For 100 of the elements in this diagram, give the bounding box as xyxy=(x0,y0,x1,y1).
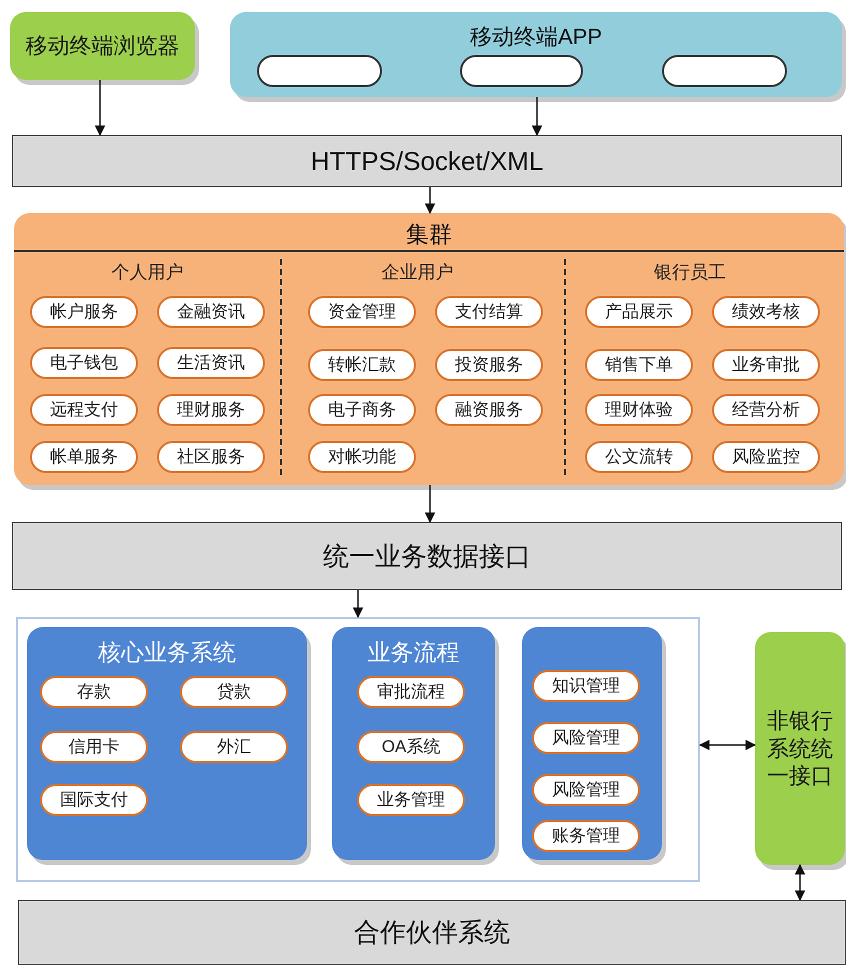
node-text: 金融资讯 xyxy=(177,301,245,324)
node-text: 业务审批 xyxy=(732,354,800,376)
service-pill xyxy=(308,349,416,381)
service-pill xyxy=(157,296,265,328)
node-text: 远程支付 xyxy=(50,399,118,422)
node-text: 业务管理 xyxy=(377,789,445,812)
panel-heading: 业务流程 xyxy=(368,638,460,667)
service-pill xyxy=(712,349,820,381)
arrow xyxy=(424,187,436,214)
service-pill xyxy=(40,784,148,816)
platform-pill xyxy=(257,55,382,87)
node-text: 统一业务数据接口 xyxy=(323,540,531,572)
node-text: 信用卡 xyxy=(68,736,120,758)
service-pill xyxy=(180,676,288,708)
service-pill xyxy=(712,394,820,426)
service-pill xyxy=(40,731,148,763)
node-text: 绩效考核 xyxy=(732,301,800,324)
node-text: OA系统 xyxy=(382,736,440,758)
node-text: 转帐汇款 xyxy=(328,354,396,376)
service-pill xyxy=(585,441,693,473)
node-text: 电子钱包 xyxy=(50,352,118,374)
node-text: 存款 xyxy=(77,681,111,704)
arrow xyxy=(424,485,436,524)
node-text: 资金管理 xyxy=(328,301,396,324)
system-panel xyxy=(27,627,307,860)
service-pill xyxy=(157,394,265,426)
cluster-panel xyxy=(14,213,844,485)
node-text: 支付结算 xyxy=(455,301,523,324)
service-pill xyxy=(30,394,138,426)
service-pill xyxy=(157,441,265,473)
service-pill xyxy=(585,296,693,328)
node-text: 风险管理 xyxy=(552,779,620,802)
app-panel xyxy=(230,12,842,97)
column-heading: 个人用户 xyxy=(112,261,184,284)
node-text: 理财体验 xyxy=(605,399,673,422)
service-pill xyxy=(435,296,543,328)
service-pill xyxy=(712,296,820,328)
system-panel xyxy=(522,627,662,860)
service-pill xyxy=(532,670,640,702)
arrow xyxy=(698,740,756,750)
system-frame xyxy=(16,617,700,882)
service-pill xyxy=(357,676,465,708)
node-text: 投资服务 xyxy=(455,354,523,376)
node-text: 融资服务 xyxy=(455,399,523,422)
layer-bar xyxy=(12,135,842,187)
node-text: 理财服务 xyxy=(177,399,245,422)
service-pill xyxy=(357,784,465,816)
node-text: 生活资讯 xyxy=(177,352,245,374)
service-pill xyxy=(357,731,465,763)
node-text: 帐单服务 xyxy=(50,446,118,468)
interface-box xyxy=(755,632,845,865)
service-pill xyxy=(308,441,416,473)
system-panel xyxy=(332,627,495,860)
service-pill xyxy=(585,394,693,426)
layer-bar xyxy=(12,522,842,590)
arrow xyxy=(94,80,106,136)
node-text: 销售下单 xyxy=(605,354,673,376)
node-text: 产品展示 xyxy=(605,301,673,324)
node-text: 外汇 xyxy=(217,736,251,758)
arrow xyxy=(532,97,542,136)
node-text: 对帐功能 xyxy=(328,446,396,468)
arrow xyxy=(352,590,364,618)
service-pill xyxy=(40,676,148,708)
service-pill xyxy=(180,731,288,763)
service-pill xyxy=(532,820,640,852)
service-pill xyxy=(30,441,138,473)
platform-pill xyxy=(662,55,787,87)
node-text: 电子商务 xyxy=(328,399,396,422)
node-text: 知识管理 xyxy=(552,675,620,698)
column-heading: 银行员工 xyxy=(654,261,726,284)
interface-box xyxy=(10,12,195,80)
service-pill xyxy=(435,394,543,426)
layer-bar xyxy=(18,900,846,965)
node-text: 国际支付 xyxy=(60,789,128,812)
service-pill xyxy=(308,394,416,426)
service-pill xyxy=(435,349,543,381)
service-pill xyxy=(157,347,265,379)
column-heading: 企业用户 xyxy=(382,261,454,284)
service-pill xyxy=(712,441,820,473)
arrow xyxy=(794,864,806,902)
node-text: 移动终端浏览器 xyxy=(26,32,180,60)
node-text: 合作伙伴系统 xyxy=(354,916,510,949)
service-pill xyxy=(30,296,138,328)
service-pill xyxy=(308,296,416,328)
node-text: 公文流转 xyxy=(605,446,673,468)
node-text: 非银行系统统一接口 xyxy=(767,707,833,790)
node-text: 帐户服务 xyxy=(50,301,118,324)
panel-heading: 核心业务系统 xyxy=(98,638,236,667)
panel-heading: 移动终端APP xyxy=(470,23,602,51)
service-pill xyxy=(532,722,640,754)
platform-pill xyxy=(460,55,583,87)
service-pill xyxy=(585,349,693,381)
panel-heading: 集群 xyxy=(406,220,452,249)
node-text: 账务管理 xyxy=(552,825,620,848)
node-text: 社区服务 xyxy=(177,446,245,468)
node-text: 风险管理 xyxy=(552,727,620,750)
node-text: HTTPS/Socket/XML xyxy=(310,144,544,178)
node-text: 风险监控 xyxy=(732,446,800,468)
node-text: 审批流程 xyxy=(377,681,445,704)
node-text: 经营分析 xyxy=(732,399,800,422)
